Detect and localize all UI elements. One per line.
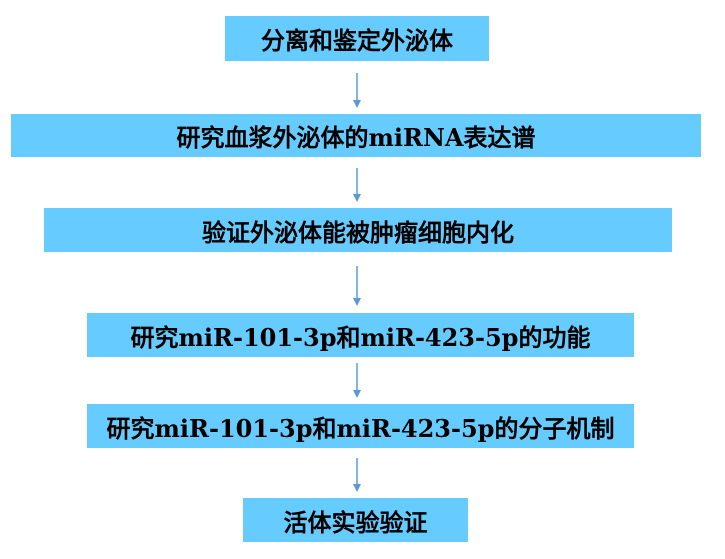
step-label: 研究血浆外泌体的miRNA表达谱 <box>176 123 536 152</box>
step-isolate-identify-exosomes: 分离和鉴定外泌体 <box>225 16 489 61</box>
step-label: 分离和鉴定外泌体 <box>261 26 453 55</box>
step-mirna-molecular-mechanism: 研究miR-101-3p和miR-423-5p的分子机制 <box>87 404 634 448</box>
step-in-vivo-validation: 活体实验验证 <box>243 498 468 542</box>
step-label: 活体实验验证 <box>283 507 428 537</box>
step-plasma-exosome-mirna-profile: 研究血浆外泌体的miRNA表达谱 <box>11 114 701 157</box>
step-label: 验证外泌体能被肿瘤细胞内化 <box>202 217 514 247</box>
step-label: 研究miR-101-3p和miR-423-5p的分子机制 <box>106 413 615 443</box>
step-mirna-function: 研究miR-101-3p和miR-423-5p的功能 <box>87 313 634 357</box>
step-label: 研究miR-101-3p和miR-423-5p的功能 <box>130 322 591 352</box>
step-verify-tumor-cell-internalization: 验证外泌体能被肿瘤细胞内化 <box>44 208 672 252</box>
